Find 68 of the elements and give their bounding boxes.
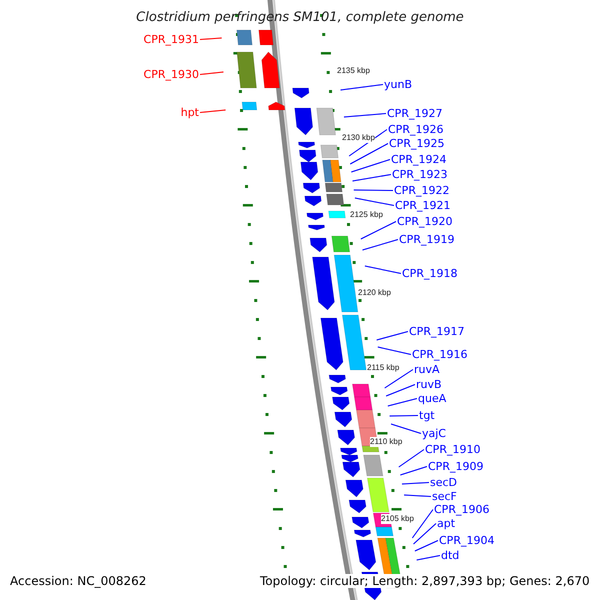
leader-line — [377, 346, 412, 355]
gene-label: queA — [418, 392, 446, 405]
footer-text: Accession: NC_008262 — [10, 574, 146, 588]
leader-line — [348, 129, 388, 156]
gene-label: CPR_1925 — [389, 137, 444, 150]
leader-line — [353, 190, 394, 191]
scale-label: 2110 kbp — [370, 437, 402, 447]
leader-line — [387, 398, 418, 406]
gene-label: apt — [437, 517, 456, 530]
leader-line — [200, 38, 222, 40]
gene-label: CPR_1923 — [392, 168, 448, 181]
leader-line — [364, 266, 402, 274]
leader-line — [401, 482, 430, 484]
leader-line — [350, 143, 388, 164]
leader-line — [400, 466, 428, 476]
leader-line — [200, 72, 224, 75]
gene-label: CPR_1904 — [439, 534, 494, 547]
leader-line — [412, 509, 434, 538]
leader-line — [416, 555, 440, 560]
gene-label: CPR_1919 — [399, 233, 454, 246]
gene-label: CPR_1922 — [394, 184, 450, 197]
scale-label: 2135 kbp — [337, 66, 370, 76]
gene-label: CPR_1926 — [388, 123, 444, 136]
leader-line — [386, 384, 416, 396]
leader-line — [340, 84, 384, 90]
gene-label: CPR_1910 — [425, 443, 480, 456]
scale-label: 2130 kbp — [342, 133, 375, 143]
leader-line — [350, 159, 390, 172]
footer-text: Topology: circular; Length: 2,897,393 bp; Genes: 2,670 — [260, 574, 590, 588]
scale-label: 2125 kbp — [350, 210, 383, 220]
gene-label: CPR_1924 — [391, 153, 446, 166]
gene-label: yunB — [384, 78, 412, 91]
gene-label: dtd — [441, 549, 460, 562]
gene-label: secF — [432, 490, 457, 503]
leader-line — [384, 369, 414, 388]
gene-label: ruvA — [414, 363, 440, 376]
scale-label: 2105 kbp — [381, 514, 414, 524]
scale-label: 2115 kbp — [367, 363, 400, 373]
leader-line — [200, 110, 226, 113]
gene-label: CPR_1921 — [395, 199, 450, 212]
leader-line — [354, 198, 394, 206]
leader-line — [376, 331, 408, 340]
gene-label: secD — [430, 476, 458, 489]
leader-line — [360, 221, 396, 240]
leader-line — [352, 174, 392, 182]
gene-label: ruvB — [416, 378, 442, 391]
leader-line — [389, 415, 418, 416]
gene-label: CPR_1920 — [397, 215, 452, 228]
gene-label: CPR_1917 — [409, 325, 464, 338]
gene-label: CPR_1916 — [412, 348, 468, 361]
gene-label: CPR_1909 — [428, 460, 484, 473]
scale-label: 2120 kbp — [358, 288, 391, 298]
leader-line — [413, 523, 436, 544]
leader-line — [362, 239, 398, 250]
gene-label: yajC — [422, 427, 446, 440]
leader-line — [398, 449, 424, 468]
leader-line — [404, 494, 432, 497]
title: Clostridium perfringens SM101, complete genome — [135, 10, 465, 25]
leader-line — [390, 424, 422, 434]
gene-label: CPR_1927 — [387, 107, 442, 120]
gene-label: CPR_1930 — [144, 68, 199, 81]
gene-label: CPR_1906 — [434, 503, 490, 516]
leader-line — [343, 113, 386, 118]
gene-label: hpt — [180, 106, 199, 119]
gene-label: CPR_1918 — [402, 267, 458, 280]
gene-label: CPR_1931 — [144, 33, 199, 46]
leader-line — [414, 540, 438, 552]
gene-label: tgt — [419, 409, 435, 422]
